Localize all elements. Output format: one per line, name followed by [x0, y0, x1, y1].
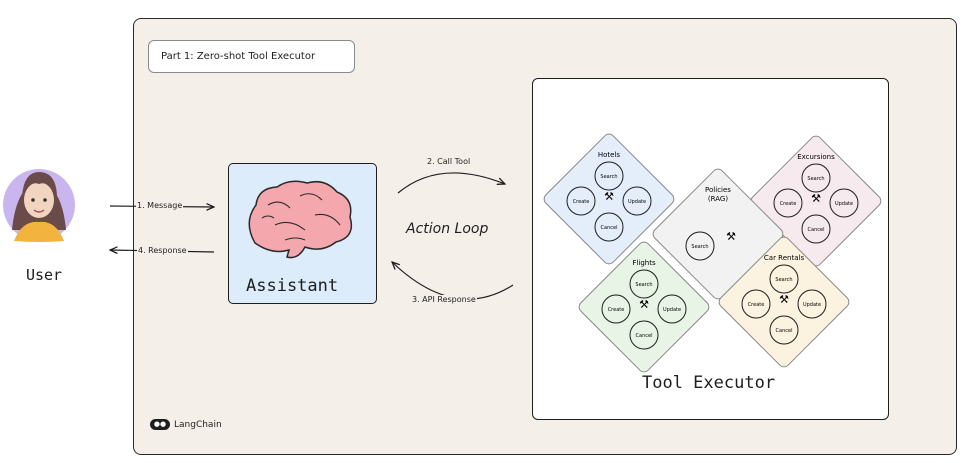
- op-label-update: Update: [663, 307, 681, 313]
- tool-diamond: [718, 236, 850, 368]
- api-response-label: 3. API Response: [411, 295, 477, 304]
- tool-title: Car Rentals: [764, 254, 805, 262]
- op-circle: [801, 214, 831, 244]
- op-circle: [685, 231, 715, 261]
- op-circle: [594, 161, 624, 191]
- user-avatar: [3, 169, 75, 242]
- tools-icon: ⚒: [726, 230, 736, 243]
- tools-icon: ⚒: [779, 293, 789, 306]
- op-circle: [601, 294, 631, 324]
- tools-icon: ⚒: [604, 190, 614, 203]
- op-label-cancel: Cancel: [776, 328, 793, 334]
- tool-group-policies: Policies(RAG) Search ⚒: [652, 168, 784, 300]
- op-label-search: Search: [600, 174, 617, 180]
- assistant-label: Assistant: [246, 276, 339, 296]
- action-loop-label: Action Loop: [406, 221, 489, 237]
- op-label-update: Update: [835, 201, 853, 207]
- brand-logo: ●● LangChain: [150, 419, 222, 430]
- op-circle: [773, 188, 803, 218]
- op-circle: [629, 269, 659, 299]
- op-label-cancel: Cancel: [636, 333, 653, 339]
- part-label: Part 1: Zero-shot Tool Executor: [148, 40, 355, 73]
- call-tool-label: 2. Call Tool: [426, 157, 472, 166]
- tools-icon: ⚒: [811, 192, 821, 205]
- message-label: 1. Message: [136, 201, 184, 210]
- op-label-create: Create: [608, 307, 625, 313]
- op-label-create: Create: [780, 201, 797, 207]
- tools-icon: ⚒: [639, 298, 649, 311]
- op-circle: [741, 289, 771, 319]
- tool-title: Hotels: [598, 151, 621, 159]
- brain-icon: [248, 180, 353, 259]
- op-label-create: Create: [748, 302, 765, 308]
- op-circle: [797, 289, 827, 319]
- tool-title: Policies: [705, 186, 731, 194]
- op-label-create: Create: [573, 199, 590, 205]
- op-label-search: Search: [775, 277, 792, 283]
- tool-diamond: [578, 241, 710, 373]
- op-label-update: Update: [628, 199, 646, 205]
- op-circle: [629, 320, 659, 350]
- call-tool-arrow: [397, 172, 505, 194]
- tool-title: Flights: [632, 259, 656, 267]
- user-label: User: [25, 266, 63, 284]
- op-circle: [594, 212, 624, 242]
- op-label-search: Search: [807, 176, 824, 182]
- op-label-search: Search: [635, 282, 652, 288]
- op-circle: [622, 186, 652, 216]
- op-circle: [657, 294, 687, 324]
- brand-name: LangChain: [174, 420, 222, 430]
- op-label-search: Search: [691, 244, 708, 250]
- tool-executor-label: Tool Executor: [642, 373, 776, 393]
- op-label-cancel: Cancel: [808, 227, 825, 233]
- tool-title: Excursions: [797, 153, 835, 161]
- op-circle: [566, 186, 596, 216]
- op-circle: [829, 188, 859, 218]
- langchain-logo-icon: ●●: [150, 419, 170, 430]
- op-label-cancel: Cancel: [601, 225, 618, 231]
- op-circle: [801, 163, 831, 193]
- tool-diamond: [543, 133, 675, 265]
- op-circle: [769, 264, 799, 294]
- op-circle: [769, 315, 799, 345]
- response-label: 4. Response: [137, 246, 188, 255]
- tool-subtitle: (RAG): [708, 195, 728, 203]
- op-label-update: Update: [803, 302, 821, 308]
